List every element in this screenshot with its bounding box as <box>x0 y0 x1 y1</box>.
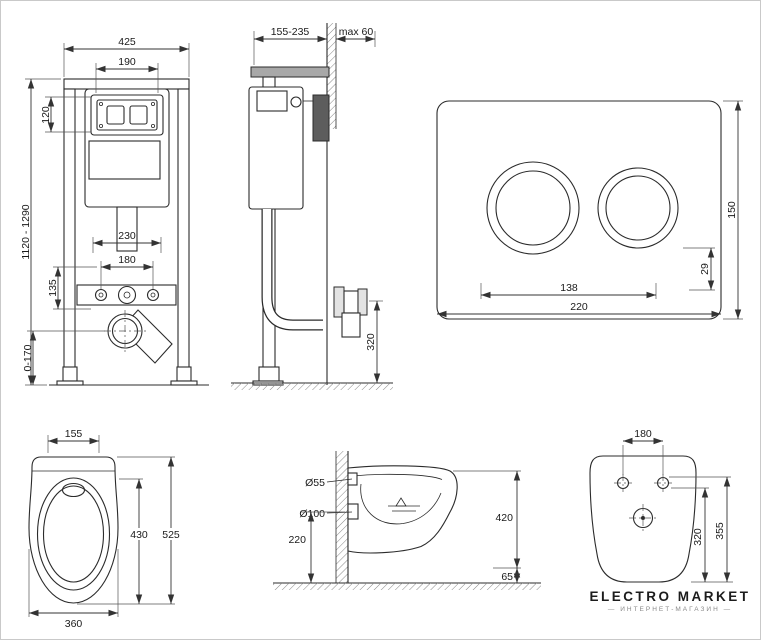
dim-360: 360 <box>65 618 83 630</box>
toilet-side-outline <box>347 465 458 554</box>
wall-connection-stubs <box>347 472 359 520</box>
dim-0-170: 0-170 <box>22 344 34 371</box>
toilet-top-outline <box>28 456 119 604</box>
dim-525: 525 <box>162 529 180 541</box>
drain-outlet <box>104 309 173 364</box>
dim-120: 120 <box>40 106 52 124</box>
floor-section-2 <box>273 582 541 590</box>
logo-subtitle: — ИНТЕРНЕТ-МАГАЗИН — <box>607 606 733 613</box>
toilet-bowl-interior <box>352 473 443 525</box>
toilet-top-view: 155 430 525 360 <box>28 428 184 630</box>
toilet-back-view: 180 320 355 <box>589 428 733 583</box>
dimensions-frame-front: 425 190 120 1120 - 1290 230 180 <box>20 36 190 386</box>
dim-65: 65 <box>501 571 513 583</box>
dim-320-back: 320 <box>692 528 704 546</box>
dim-420: 420 <box>495 512 513 524</box>
dim-flush-diameter: Ø55 <box>305 477 325 489</box>
dim-220: 220 <box>570 301 588 313</box>
mounting-holes <box>614 474 672 492</box>
dim-155: 155 <box>65 428 83 440</box>
flush-buttons-panel <box>90 94 164 136</box>
toilet-side-view: Ø55 Ø100 220 420 65 <box>273 451 541 590</box>
dimensions-toilet-side: Ø55 Ø100 220 420 65 <box>288 470 521 583</box>
outlet-connector <box>333 286 368 338</box>
frame-outline <box>49 78 209 386</box>
frame-side-view: 155-235 max 60 320 <box>231 23 393 390</box>
dim-430: 430 <box>130 529 148 541</box>
dim-150: 150 <box>726 201 738 219</box>
flush-button-small <box>597 167 679 249</box>
drain-hole <box>629 504 657 532</box>
dimensions-toilet-top: 155 430 525 360 <box>28 428 184 630</box>
fixing-bracket-row <box>76 284 177 306</box>
cistern-side <box>248 86 313 210</box>
dim-180: 180 <box>118 254 136 266</box>
dim-1120-1290: 1120 - 1290 <box>20 204 32 259</box>
dim-180-back: 180 <box>634 428 652 440</box>
dim-138: 138 <box>560 282 578 294</box>
electro-market-logo: ELECTRO MARKET — ИНТЕРНЕТ-МАГАЗИН — <box>585 589 755 613</box>
dim-190: 190 <box>118 56 136 68</box>
toilet-rim-inner <box>42 485 105 583</box>
frame-front-view: 425 190 120 1120 - 1290 230 180 <box>20 36 209 386</box>
dim-230: 230 <box>118 230 136 242</box>
dim-29: 29 <box>699 263 711 275</box>
dim-max-60: max 60 <box>339 26 374 38</box>
floor-section <box>231 382 393 390</box>
dimensions-flush-plate: 150 29 138 220 <box>437 100 743 320</box>
flush-button-large <box>486 161 580 255</box>
toilet-rim-outer <box>36 477 111 591</box>
logo-title: ELECTRO MARKET <box>589 589 751 604</box>
toilet-flush-opening <box>61 482 86 498</box>
dim-155-235: 155-235 <box>271 26 310 38</box>
wall-section-2 <box>335 451 349 583</box>
dim-320-side: 320 <box>365 333 377 351</box>
dim-outlet-diameter: Ø100 <box>299 508 325 520</box>
dim-425: 425 <box>118 36 136 48</box>
dim-220-side: 220 <box>288 534 306 546</box>
flush-pipe <box>261 209 323 331</box>
dimensions-toilet-back: 180 320 355 <box>622 428 733 583</box>
dim-355: 355 <box>714 522 726 540</box>
flush-plate-view: 150 29 138 220 <box>436 100 743 320</box>
dim-135: 135 <box>47 279 59 297</box>
dimensions-frame-side: 155-235 max 60 320 <box>253 26 383 383</box>
